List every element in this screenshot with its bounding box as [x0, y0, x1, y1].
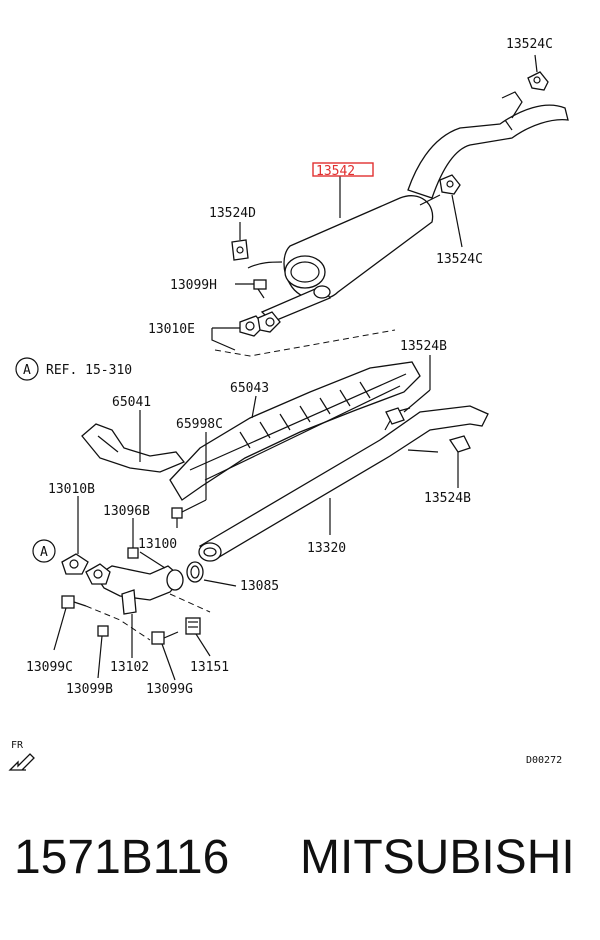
label-13100: 13100 [138, 537, 177, 552]
label-13151: 13151 [190, 660, 229, 675]
bolt-13099h [253, 279, 267, 299]
rubber-hanger-13524b-top [385, 407, 405, 425]
label-13102: 13102 [110, 660, 149, 675]
main-muffler [260, 194, 441, 323]
label-13524c-right: 13524C [436, 252, 483, 267]
part-number: 1571B116 [14, 831, 230, 884]
rubber-hanger-13524d [231, 239, 283, 269]
ref-a-marker-2 [32, 539, 56, 563]
gasket-13085 [186, 561, 204, 583]
bolt-13099g [151, 631, 179, 645]
label-65998c: 65998C [176, 417, 223, 432]
front-pipe-13100 [85, 563, 184, 601]
label-13524d: 13524D [209, 206, 256, 221]
center-pipe-13320 [198, 405, 489, 562]
highlight-box [312, 162, 374, 177]
tail-pipe [407, 91, 569, 199]
spring-13151 [185, 617, 201, 635]
label-65041: 65041 [112, 395, 151, 410]
label-13099h: 13099H [170, 278, 217, 293]
label-13099b: 13099B [66, 682, 113, 697]
nut-13096b [127, 547, 139, 559]
label-13524b-top: 13524B [400, 339, 447, 354]
rubber-hanger-13524c-right [439, 174, 461, 195]
gasket-13010b [61, 553, 89, 575]
label-fr: FR [11, 740, 24, 751]
label-13524b-right: 13524B [424, 491, 471, 506]
front-arrow-icon [8, 753, 35, 771]
label-13085: 13085 [240, 579, 279, 594]
label-13010e: 13010E [148, 322, 195, 337]
label-65043: 65043 [230, 381, 269, 396]
label-13010b: 13010B [48, 482, 95, 497]
heat-protector-65041 [81, 423, 186, 473]
label-13099c: 13099C [26, 660, 73, 675]
brand-name: MITSUBISHI [300, 831, 575, 884]
gasket-13010e [239, 311, 281, 337]
circle-a-letter: A [40, 545, 48, 560]
footer: 1571B116 MITSUBISHI [0, 830, 600, 910]
heat-protector-65043 [169, 361, 421, 501]
bolt-65998c [171, 507, 183, 528]
label-13320: 13320 [307, 541, 346, 556]
exhaust-diagram: 13524C 13542 13524D 13524C 13099H 13010E… [8, 37, 569, 771]
rubber-hanger-13524c-top [527, 71, 549, 91]
bolt-13099c [61, 595, 87, 609]
label-ref: REF. 15-310 [46, 363, 132, 378]
rubber-hanger-13524b-right [448, 435, 471, 453]
bracket-13102 [121, 589, 137, 615]
ref-circle-letter: A [23, 363, 31, 378]
label-13524c-top: 13524C [506, 37, 553, 52]
label-13096b: 13096B [103, 504, 150, 519]
ref-a-marker [15, 357, 39, 381]
label-13099g: 13099G [146, 682, 193, 697]
label-13542: 13542 [316, 164, 355, 179]
bolt-13099b [97, 625, 109, 637]
diagram-code: D00272 [526, 755, 562, 766]
